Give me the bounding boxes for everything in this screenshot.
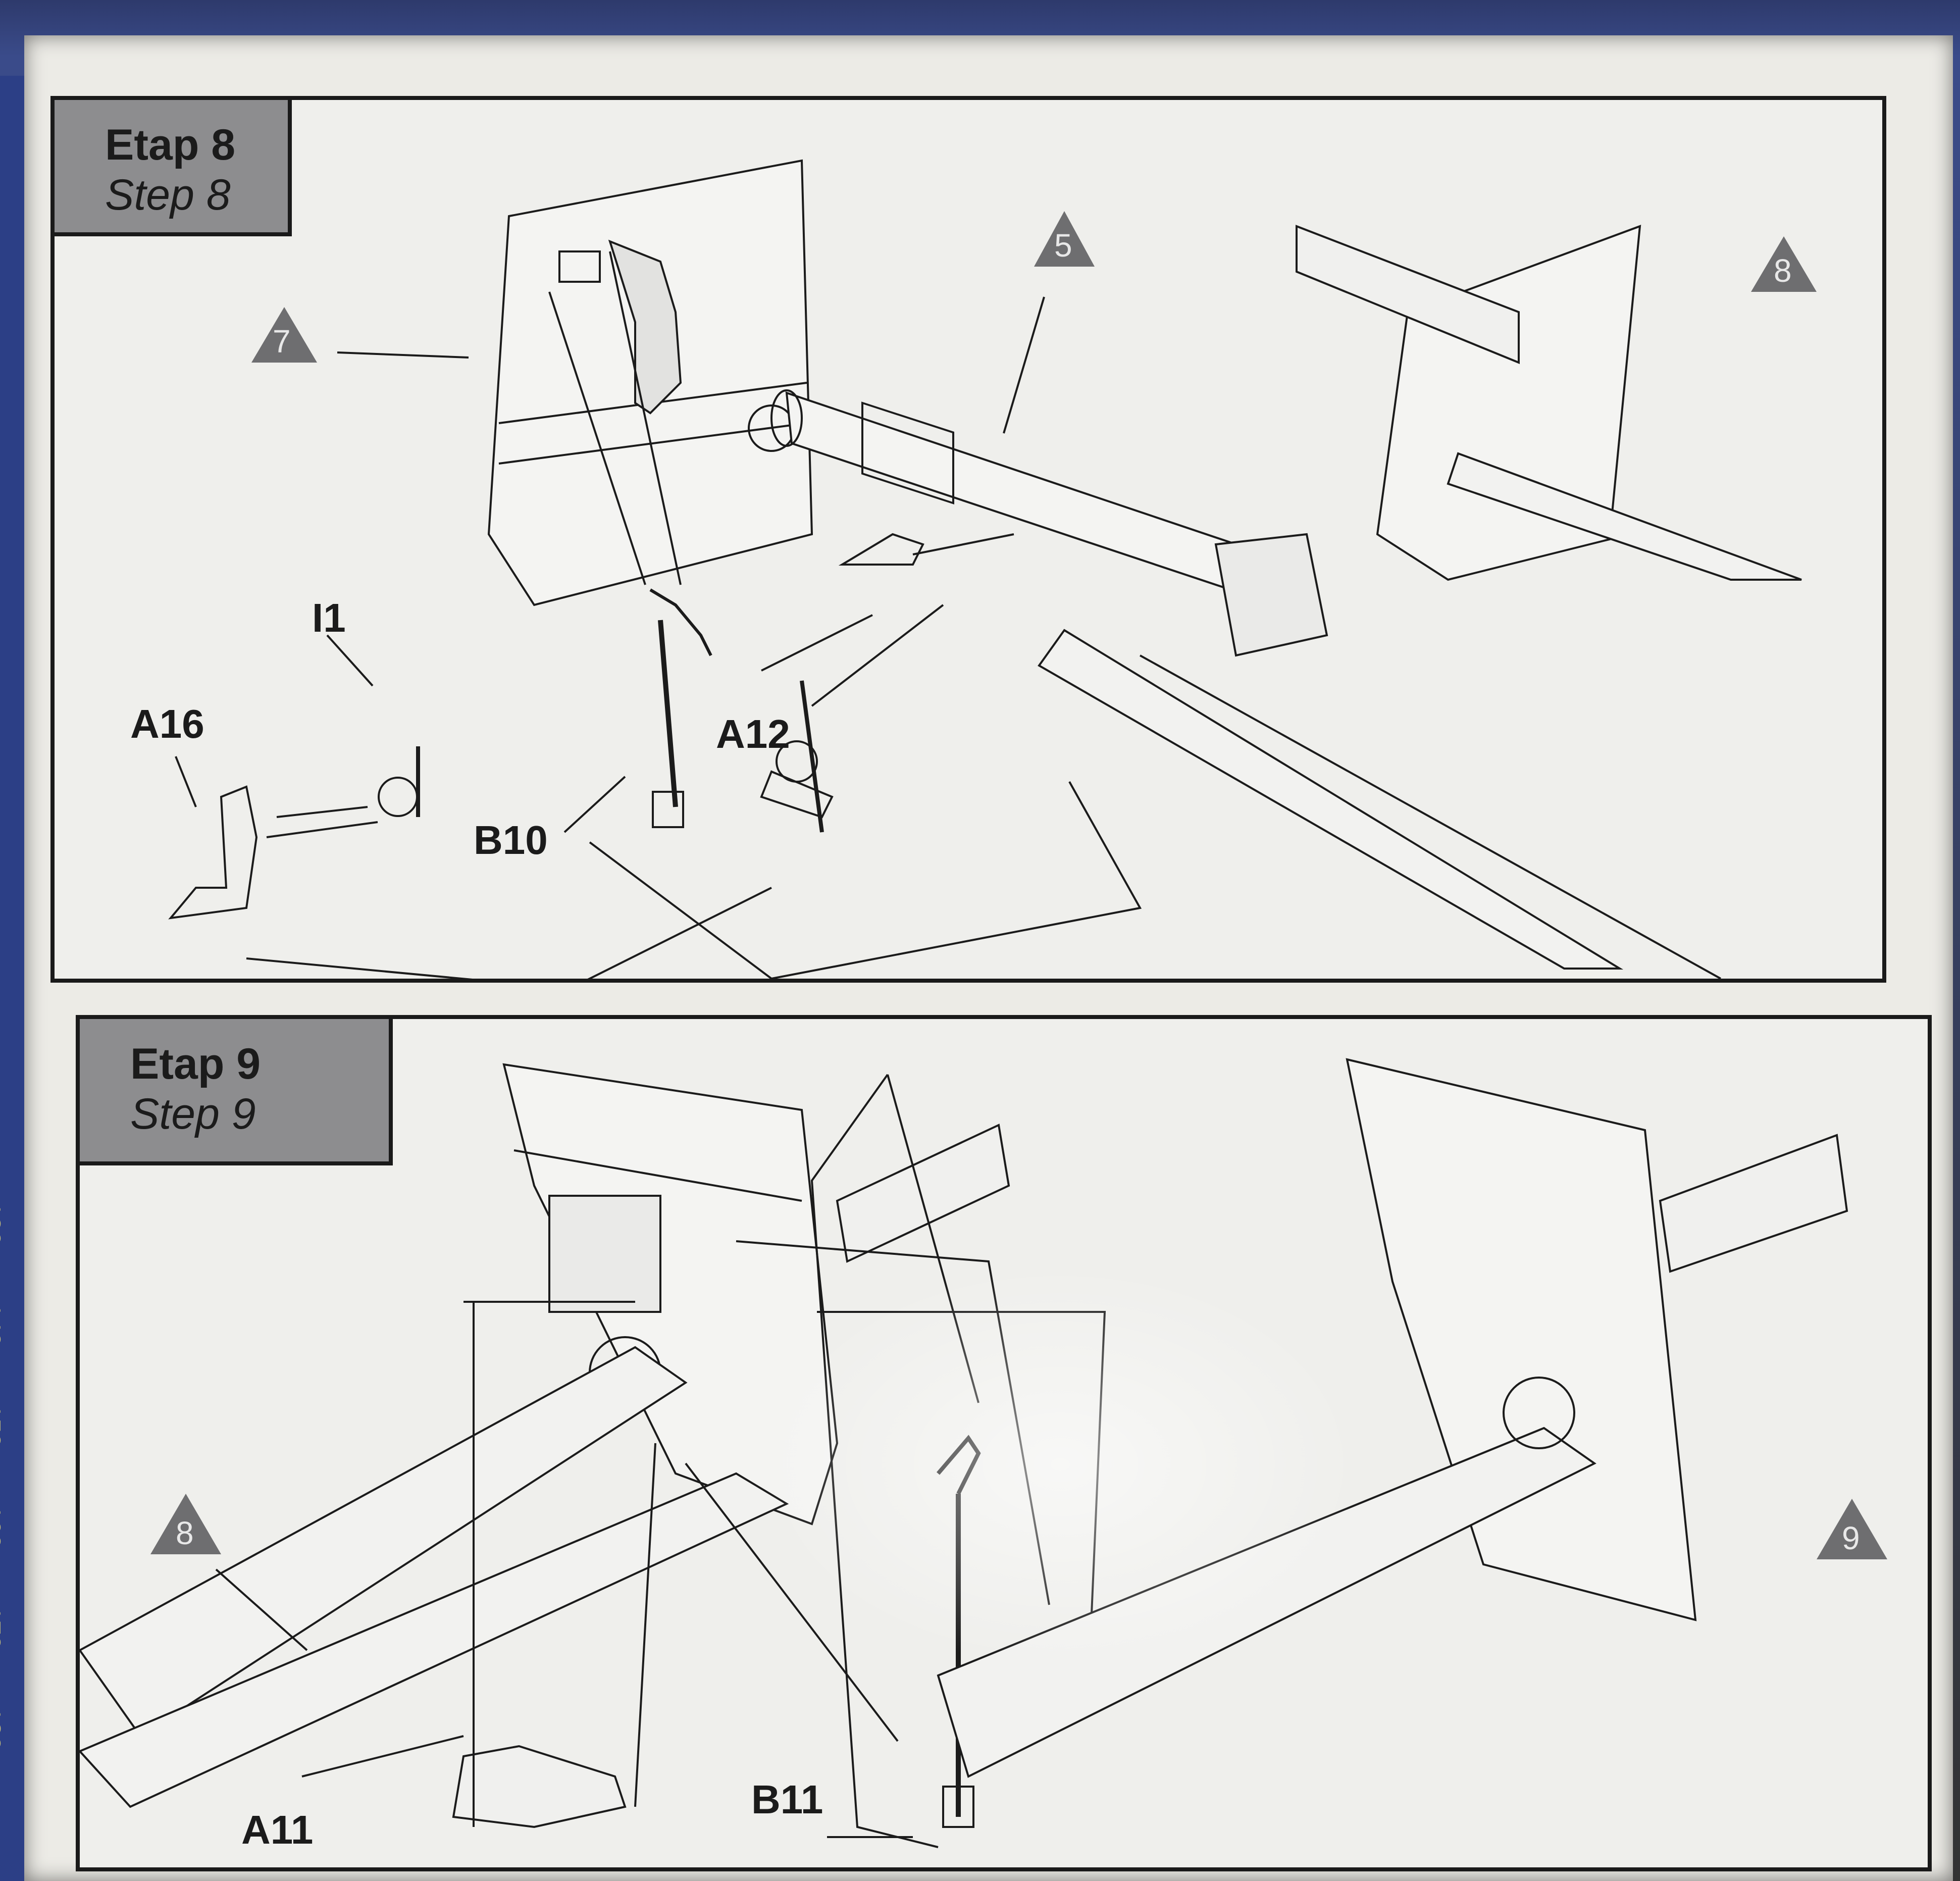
step-8-label-box: Etap 8 Step 8 bbox=[55, 100, 292, 236]
step-9-drawing: 8 9 bbox=[80, 1058, 1887, 1848]
reference-trail-9 bbox=[937, 1427, 1596, 1778]
ruler-tick: 180 bbox=[0, 1707, 6, 1751]
arrow-line bbox=[811, 604, 944, 707]
triangle-label: 7 bbox=[273, 323, 291, 360]
ruler-tick: 170 bbox=[0, 1606, 6, 1650]
reference-handwheel bbox=[1503, 1377, 1575, 1449]
reference-trail-8 bbox=[1447, 452, 1802, 581]
part-b10-foot bbox=[652, 791, 684, 828]
triangle-marker-8: 8 bbox=[1751, 236, 1817, 292]
leader-line bbox=[175, 756, 197, 807]
step-title: Etap 8 bbox=[105, 121, 236, 169]
reference-barrel-9 bbox=[1659, 1134, 1848, 1273]
part-center-shaft bbox=[800, 680, 824, 833]
carriage-trail-left bbox=[80, 1346, 688, 1738]
part-a11-cylinder bbox=[452, 1745, 627, 1828]
ruler-tick: 160 bbox=[0, 1505, 6, 1549]
part-label-a16: A16 bbox=[130, 701, 204, 746]
gun-barrel bbox=[836, 1124, 1010, 1263]
carriage-trail bbox=[1038, 629, 1624, 970]
arrow-line bbox=[609, 251, 682, 585]
triangle-label: 9 bbox=[1842, 1520, 1860, 1556]
arrow-line bbox=[548, 291, 646, 585]
part-a16-bracket bbox=[168, 785, 258, 920]
part-center-plate bbox=[760, 770, 834, 819]
leader-line bbox=[215, 1568, 308, 1651]
triangle-marker-9: 9 bbox=[1817, 1499, 1887, 1559]
part-b10-shaft bbox=[658, 620, 678, 807]
step-title: Etap 9 bbox=[130, 1040, 261, 1088]
gun-breech bbox=[1214, 533, 1328, 657]
step-9-label-box: Etap 9 Step 9 bbox=[80, 1019, 393, 1165]
leader-line bbox=[246, 887, 772, 979]
part-b11-arm bbox=[936, 1435, 981, 1495]
ruler-tick: 150 bbox=[0, 1404, 6, 1448]
leader-line bbox=[634, 1443, 656, 1807]
part-b10-arm bbox=[649, 588, 712, 656]
part-label-b11: B11 bbox=[751, 1777, 823, 1822]
triangle-label: 5 bbox=[1054, 227, 1072, 264]
step-subtitle: Step 9 bbox=[130, 1089, 256, 1138]
leader-line bbox=[589, 781, 1142, 979]
shield-hatch bbox=[558, 250, 601, 283]
barrel-muzzle bbox=[770, 389, 803, 447]
step-8-panel: 7 5 8 Etap 8 Step 8 I1 A16 A12 B10 bbox=[50, 96, 1886, 983]
leader-line bbox=[563, 776, 626, 833]
arrow-line bbox=[276, 806, 368, 818]
leader-line bbox=[337, 351, 469, 359]
part-i1-wheel bbox=[378, 777, 418, 817]
step-subtitle: Step 8 bbox=[105, 170, 231, 219]
leader-line bbox=[761, 614, 873, 672]
leader-line bbox=[887, 1074, 979, 1403]
part-b11-foot bbox=[942, 1786, 974, 1828]
part-label-i1: I1 bbox=[312, 595, 346, 640]
arrow-line bbox=[912, 533, 1014, 555]
barrel-sleeve bbox=[861, 401, 954, 505]
step-9-panel: 8 9 Etap 9 Step 9 A11 B11 bbox=[76, 1015, 1932, 1871]
triangle-label: 8 bbox=[176, 1515, 194, 1551]
gun-barrel bbox=[785, 391, 1278, 606]
ruler-tick: 140 bbox=[0, 1303, 6, 1347]
reference-shield-9 bbox=[1346, 1058, 1697, 1621]
part-label-a12: A12 bbox=[716, 711, 790, 756]
triangle-marker-7: 7 bbox=[251, 307, 317, 363]
leader-line bbox=[1003, 296, 1045, 434]
arrow-line bbox=[266, 821, 378, 838]
leader-line bbox=[326, 634, 374, 687]
triangle-marker-8: 8 bbox=[150, 1494, 221, 1554]
leader-line bbox=[301, 1735, 464, 1777]
triangle-label: 8 bbox=[1774, 252, 1792, 289]
shield-fold-line bbox=[513, 1149, 802, 1202]
triangle-marker-5: 5 bbox=[1034, 211, 1095, 267]
reference-barrel-8 bbox=[1296, 225, 1520, 364]
step-8-drawing: 7 5 8 bbox=[168, 159, 1817, 979]
part-a12-cylinder bbox=[838, 533, 924, 566]
sight-opening bbox=[608, 239, 682, 415]
ruler-tick: 130 bbox=[0, 1202, 6, 1246]
part-label-b10: B10 bbox=[474, 818, 548, 862]
gun-breech bbox=[548, 1195, 661, 1313]
part-label-a11: A11 bbox=[241, 1807, 314, 1852]
